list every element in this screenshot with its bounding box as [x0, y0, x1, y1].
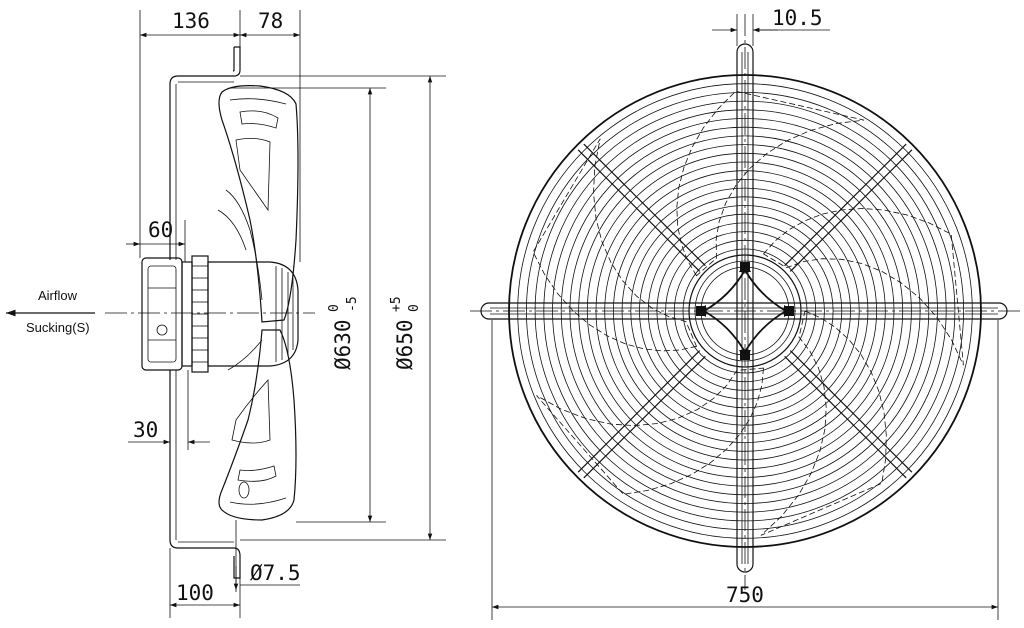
svg-text:100: 100: [176, 581, 214, 605]
front-view: 10.5 750: [470, 6, 1020, 620]
guard-spoke: [583, 355, 706, 479]
fan-blades-front: [532, 90, 964, 536]
svg-text:Ø7.5: Ø7.5: [250, 561, 301, 585]
svg-text:78: 78: [258, 9, 283, 33]
svg-text:Ø630: Ø630: [331, 319, 355, 370]
guard-spoke: [784, 143, 907, 267]
guard-spokes: [577, 143, 913, 479]
guard-spoke: [784, 355, 907, 479]
dim-hub: 60: [126, 218, 186, 262]
guard-spoke: [789, 149, 913, 272]
blade-upper: [217, 85, 299, 323]
guard-spoke: [577, 350, 701, 473]
motor-assembly: [141, 255, 299, 373]
svg-text:0: 0: [407, 304, 422, 312]
fan-blade: [536, 367, 764, 495]
dim-guard-diameter: Ø650 +5 0: [240, 75, 446, 541]
svg-text:136: 136: [172, 9, 210, 33]
dim-front-width: 750: [491, 320, 999, 620]
guard-spoke: [583, 143, 706, 267]
fan-blade: [676, 90, 865, 277]
fan-blade: [762, 208, 964, 366]
dim-bottom-left: 100: [169, 548, 241, 618]
dim-hole: Ø7.5: [233, 520, 301, 592]
dim-ring: 30: [128, 370, 210, 450]
svg-text:-5: -5: [345, 296, 360, 312]
fan-blade: [760, 310, 887, 536]
svg-text:750: 750: [726, 583, 764, 607]
guard-frame-profile: [169, 46, 241, 579]
guard-spoke: [577, 149, 701, 272]
dim-top-right: 78: [240, 9, 301, 262]
guard-spoke: [789, 350, 913, 473]
side-view: Airflow Sucking(S) 136 78 60 30: [6, 9, 446, 618]
airflow-label: Airflow: [38, 288, 78, 303]
svg-text:+5: +5: [389, 296, 404, 312]
dim-top-left: 136: [139, 9, 241, 258]
direction-label: Sucking(S): [26, 320, 90, 335]
svg-text:10.5: 10.5: [772, 6, 823, 30]
blade-lower: [218, 329, 297, 521]
dim-front-top: 10.5: [712, 6, 830, 46]
svg-text:0: 0: [327, 304, 342, 312]
svg-text:Ø650: Ø650: [393, 319, 417, 370]
svg-text:60: 60: [148, 218, 173, 242]
fan-blade: [532, 138, 698, 352]
dim-blade-diameter: Ø630 0 -5: [230, 87, 386, 523]
svg-text:30: 30: [133, 418, 158, 442]
